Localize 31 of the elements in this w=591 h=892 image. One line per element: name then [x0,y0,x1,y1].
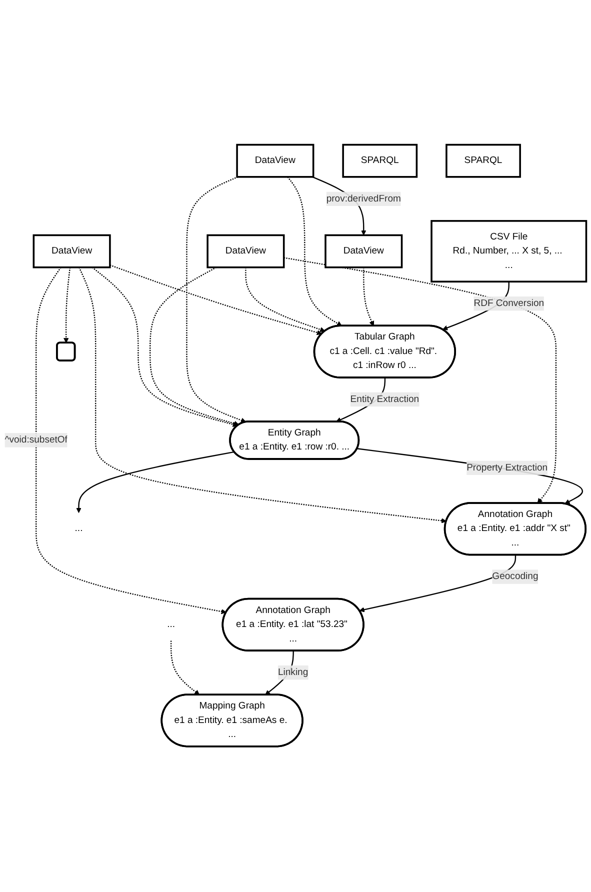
arrow [359,555,516,613]
arrow [36,267,226,615]
node-text: ... [167,620,176,630]
edge-label: RDF Conversion [474,298,544,309]
arrow [92,267,238,428]
edge-label: prov:derivedFrom [326,194,401,204]
arrow [357,448,583,504]
edge-label: ^void:subsetOf [4,435,68,446]
arrow [287,176,342,327]
edge-label: Property Extraction [466,463,548,474]
node-text: ... [74,524,83,534]
node-box: DataView [236,144,314,178]
node-box: DataView [206,234,285,269]
arrow [170,641,200,696]
node-box: SPARQL [342,144,418,178]
arrow [110,264,322,336]
node-box: DataView [324,234,403,269]
node-box: SPARQL [446,144,521,178]
node-box: CSV File Rd., Number, ... X st, 5, ... ... [430,220,588,283]
arrow [363,268,374,327]
arrow [78,268,447,524]
edge-label: Linking [278,668,308,678]
arrow [284,258,557,504]
arrow [76,452,234,514]
edge-label: Geocoding [492,572,538,582]
arrow [245,268,326,332]
arrow [150,267,240,426]
arrow [64,268,71,344]
node-box: DataView [32,234,111,269]
arrow [186,176,246,424]
edge-label: Entity Extraction [350,394,420,405]
